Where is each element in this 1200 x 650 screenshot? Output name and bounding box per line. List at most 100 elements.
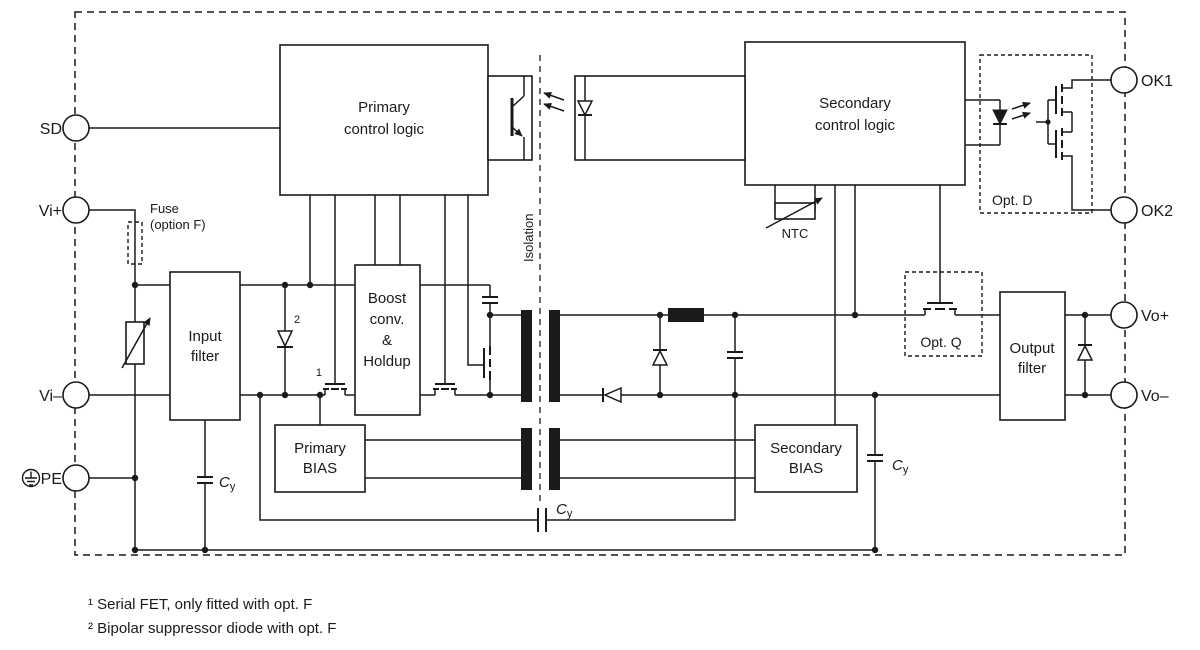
- terminal-vo-minus-port: [1110, 381, 1138, 409]
- block-input-filter: Input filter: [169, 271, 241, 421]
- suppressor-diode-marker: 2: [294, 314, 300, 326]
- junction-dots: [131, 119, 1089, 554]
- footnotes: ¹ Serial FET, only fitted with opt. F ² …: [88, 596, 336, 637]
- fuse-label-1: Fuse: [150, 201, 179, 216]
- main-transformer-secondary-winding: [549, 310, 560, 402]
- input-filter-box: [169, 271, 241, 421]
- bias-transformer: [521, 428, 560, 490]
- boost-label-4: Holdup: [363, 353, 411, 370]
- cy-bridge-label: Cy: [556, 501, 573, 520]
- varistor-arrow-icon: [121, 317, 151, 369]
- block-boost-converter: Boost conv. & Holdup: [354, 264, 421, 416]
- earth-ground-glyph-icon: [25, 471, 37, 486]
- optocoupler: [487, 75, 746, 161]
- fuse-option: Fuse (option F): [127, 201, 206, 265]
- main-transformer: [521, 310, 560, 402]
- terminal-ok1: OK1: [1110, 66, 1173, 94]
- opt-q: Opt. Q: [904, 271, 983, 357]
- terminal-pe: PE: [21, 464, 90, 492]
- varistor-body: [125, 321, 145, 365]
- secondary-control-logic-box: [744, 41, 966, 186]
- primary-bias-label-1: Primary: [294, 440, 346, 457]
- capacitors: [197, 296, 883, 532]
- terminal-sd: SD: [40, 114, 90, 142]
- terminal-pe-port: [62, 464, 90, 492]
- footnote-2: ² Bipolar suppressor diode with opt. F: [88, 620, 336, 637]
- block-output-filter: Output filter: [999, 291, 1066, 421]
- ntc-thermistor: NTC: [765, 197, 823, 241]
- terminal-vo-minus-label: Vo–: [1141, 388, 1169, 405]
- boost-label-2: conv.: [370, 311, 405, 328]
- block-secondary-control-logic: Secondary control logic: [744, 41, 966, 186]
- bias-transformer-primary-winding: [521, 428, 532, 490]
- block-secondary-bias: Secondary BIAS: [754, 424, 858, 493]
- opto-light-arrow-2-icon: [543, 102, 565, 112]
- terminal-ok2-label: OK2: [1141, 203, 1173, 220]
- cy-secondary-label: Cy: [892, 457, 909, 476]
- cy-input-label: Cy: [219, 474, 236, 493]
- fuse-box: [127, 221, 143, 265]
- terminal-vi-minus: Vi–: [39, 381, 90, 409]
- block-primary-control-logic: Primary control logic: [279, 44, 489, 196]
- opt-d-box: [979, 54, 1093, 214]
- ntc-arrow-icon: [765, 197, 823, 229]
- rectifier-diode-icon: [603, 386, 622, 404]
- boost-label-1: Boost: [368, 290, 407, 307]
- secondary-bias-label-2: BIAS: [789, 460, 823, 477]
- terminal-vo-plus-port: [1110, 301, 1138, 329]
- boost-label-3: &: [382, 332, 392, 349]
- footnote-1: ¹ Serial FET, only fitted with opt. F: [88, 596, 312, 613]
- primary-bias-box: [274, 424, 366, 493]
- opt-d: Opt. D: [979, 54, 1093, 214]
- serial-fet-marker: 1: [316, 367, 322, 379]
- terminal-vo-plus: Vo+: [1110, 301, 1169, 329]
- enclosure-border: [74, 11, 1126, 556]
- secondary-bias-box: [754, 424, 858, 493]
- isolation-barrier: Isolation: [521, 55, 541, 505]
- terminal-vi-plus-port: [62, 196, 90, 224]
- opt-d-light-arrow-2-icon: [1011, 111, 1031, 120]
- terminal-vi-plus-label: Vi+: [39, 203, 62, 220]
- capacitor-plates: [197, 296, 883, 532]
- fuse-label-2: (option F): [150, 217, 206, 232]
- opto-led-triangle-icon: [576, 100, 594, 117]
- output-diode-icon: [1076, 344, 1094, 361]
- opt-d-label: Opt. D: [992, 192, 1032, 208]
- primary-control-logic-label-2: control logic: [344, 121, 425, 138]
- block-primary-bias: Primary BIAS: [274, 424, 366, 493]
- optocoupler-led-box: [574, 75, 746, 161]
- output-filter-label-2: filter: [1018, 360, 1046, 377]
- terminal-vo-minus: Vo–: [1110, 381, 1169, 409]
- boost-converter-box: [354, 264, 421, 416]
- output-filter-box: [999, 291, 1066, 421]
- bias-transformer-secondary-winding: [549, 428, 560, 490]
- input-filter-label-1: Input: [188, 328, 222, 345]
- opt-q-box: [904, 271, 983, 357]
- ntc-label: NTC: [782, 226, 809, 241]
- terminal-pe-label: PE: [41, 471, 62, 488]
- terminal-vi-plus: Vi+: [39, 196, 90, 224]
- terminal-ok1-label: OK1: [1141, 73, 1173, 90]
- freewheel-diode-icon: [651, 349, 669, 366]
- isolation-label: Isolation: [521, 214, 536, 262]
- terminal-vi-minus-label: Vi–: [39, 388, 62, 405]
- optocoupler-transistor-box: [487, 75, 533, 161]
- terminal-ok2: OK2: [1110, 196, 1173, 224]
- terminal-ok1-port: [1110, 66, 1138, 94]
- diodes: [276, 330, 1094, 404]
- terminal-sd-port: [62, 114, 90, 142]
- output-inductor: [668, 308, 704, 322]
- opt-d-led-icon: [992, 109, 1008, 126]
- opto-led-leads: [511, 76, 586, 160]
- secondary-control-logic-label-1: Secondary: [819, 95, 891, 112]
- phototransistor-emitter: [511, 126, 523, 137]
- opt-d-light-arrow-1-icon: [1011, 101, 1031, 110]
- primary-bias-label-2: BIAS: [303, 460, 337, 477]
- input-filter-label-2: filter: [191, 348, 219, 365]
- suppressor-diode-icon: [276, 330, 294, 348]
- secondary-control-logic-label-2: control logic: [815, 117, 896, 134]
- terminal-vo-plus-label: Vo+: [1141, 308, 1169, 325]
- output-filter-label-1: Output: [1009, 340, 1055, 357]
